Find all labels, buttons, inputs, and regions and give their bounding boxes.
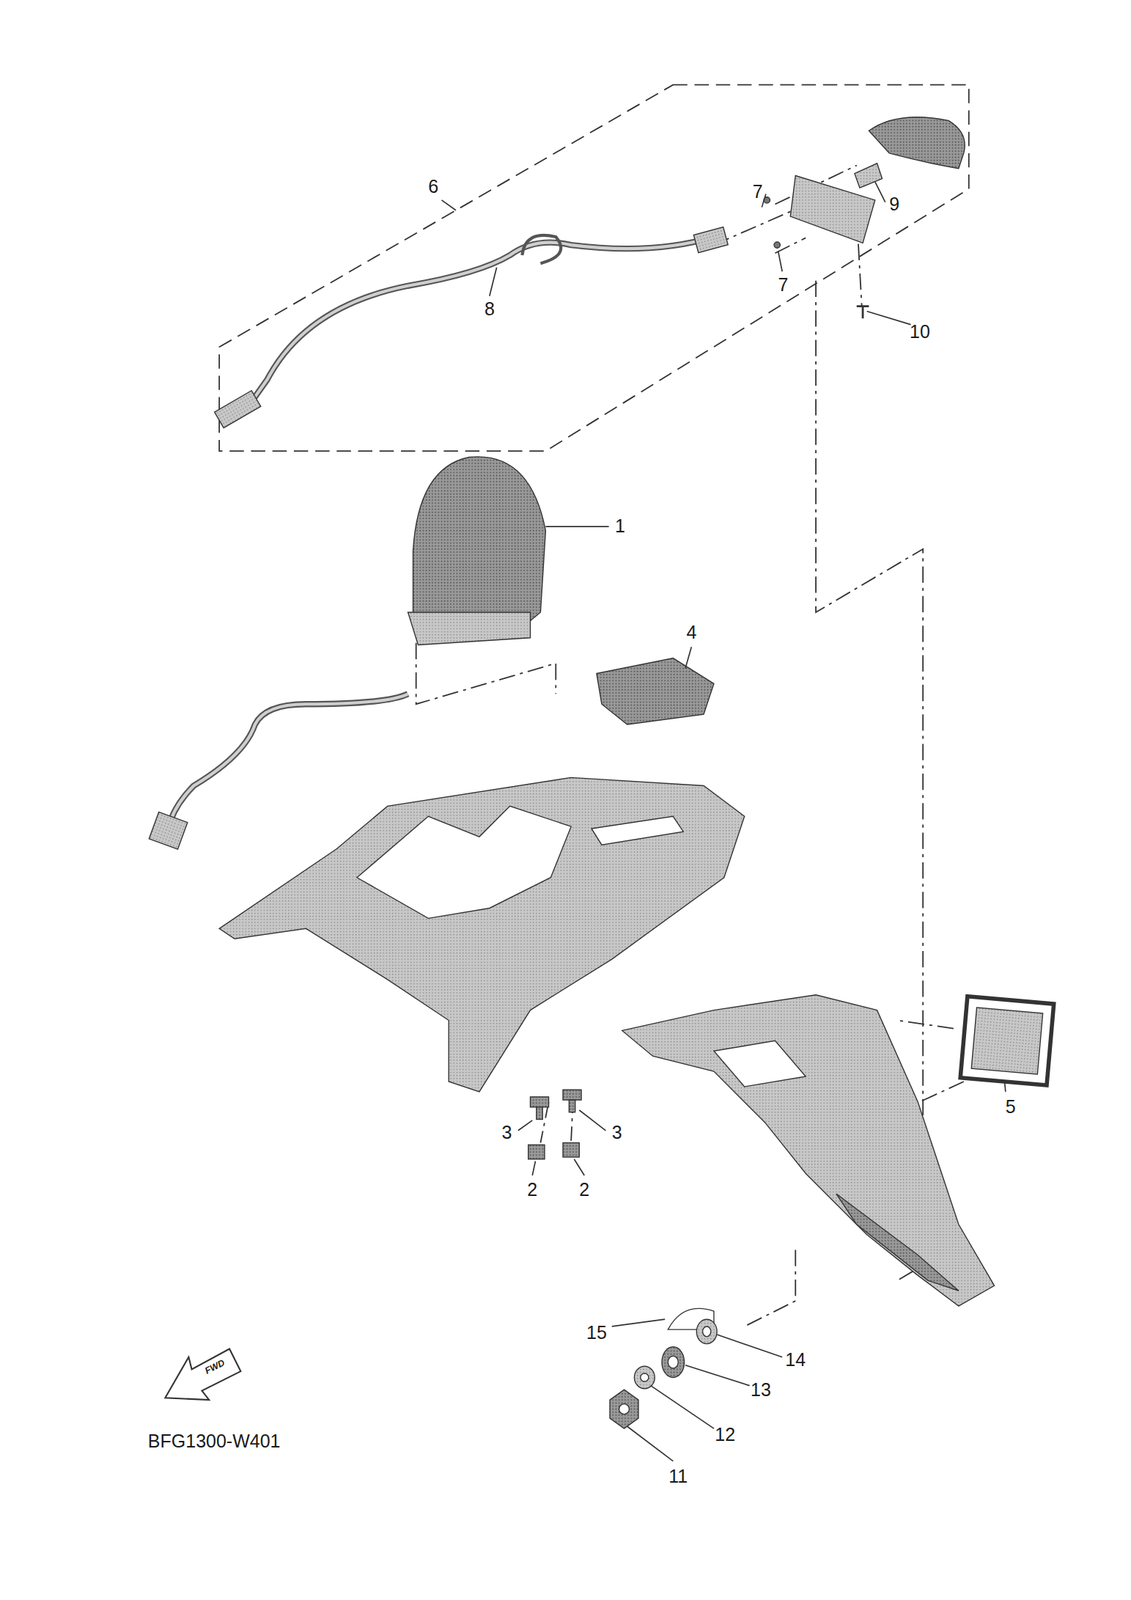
callout-number: 15	[584, 1322, 609, 1343]
callout-number: 2	[577, 1179, 591, 1200]
callout-number: 3	[610, 1122, 624, 1142]
callout-number: 2	[525, 1179, 539, 1200]
callout-number: 6	[426, 176, 440, 197]
callout-number: 5	[1004, 1096, 1018, 1117]
callout-number: 7	[776, 274, 791, 295]
callout-number: 8	[483, 299, 497, 319]
callout-number: 10	[908, 321, 932, 342]
callout-number: 4	[684, 622, 698, 643]
callout-number: 7	[751, 181, 765, 202]
callout-number: 9	[887, 194, 901, 215]
callout-number: 11	[667, 1465, 690, 1486]
callout-number: 14	[783, 1349, 808, 1370]
callout-number: 13	[749, 1379, 773, 1400]
callout-number: 3	[500, 1122, 514, 1142]
diagram-code: BFG1300-W401	[146, 1430, 283, 1451]
callout-number: 1	[613, 516, 627, 536]
callout-number: 12	[713, 1424, 737, 1444]
